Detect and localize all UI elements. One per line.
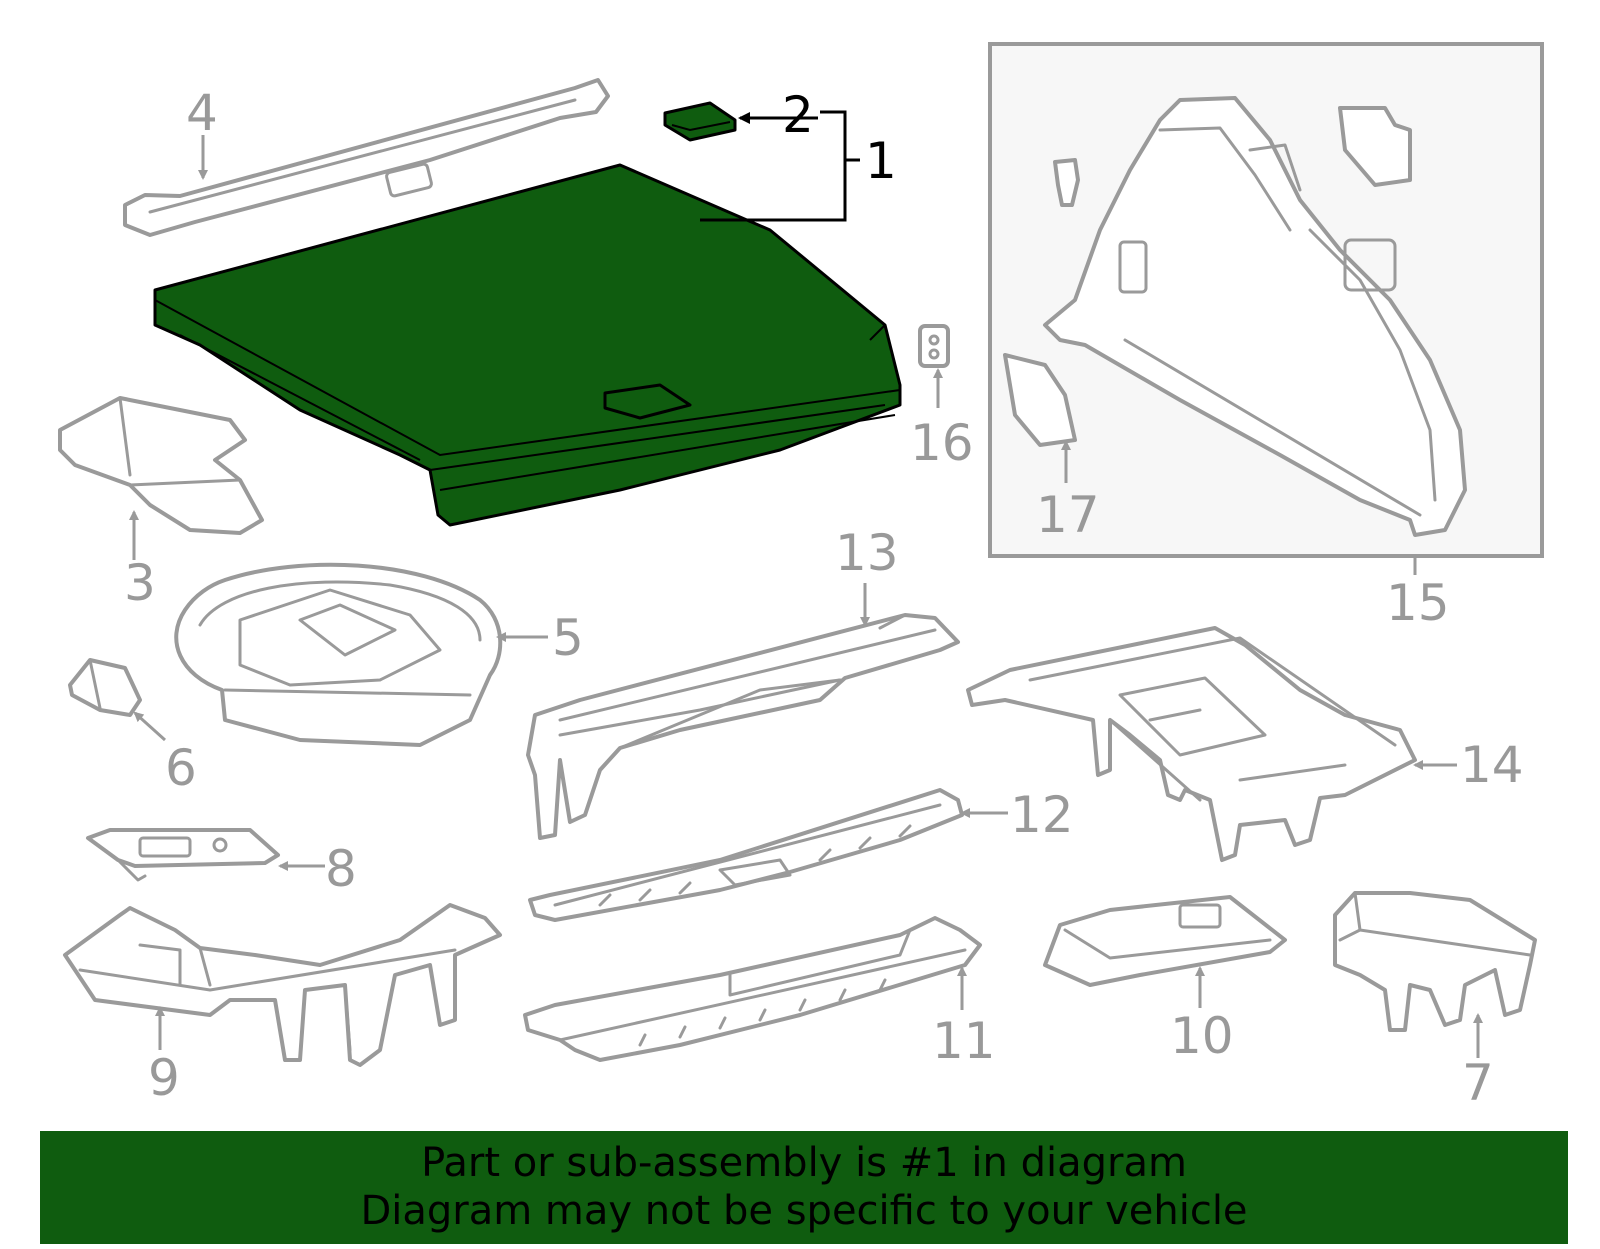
part-7-corner-bracket (1333, 891, 1537, 1032)
callout-17: 17 (1036, 486, 1100, 544)
banner-line-2: Diagram may not be specific to your vehi… (360, 1188, 1248, 1234)
callout-6: 6 (165, 739, 197, 797)
part-8-bracket-plate (86, 828, 280, 882)
callout-16: 16 (910, 414, 974, 472)
callout-3: 3 (124, 554, 156, 612)
callout-15: 15 (1386, 574, 1450, 632)
part-2-bracket (663, 101, 737, 142)
callout-1: 1 (865, 132, 897, 190)
callout-13: 13 (835, 524, 899, 582)
callout-10: 10 (1170, 1007, 1234, 1065)
part-4-cover-rail (123, 78, 610, 237)
callout-7: 7 (1462, 1054, 1494, 1112)
part-15-quarter-trim (1003, 96, 1467, 537)
part-16-clip (918, 324, 950, 368)
callout-4: 4 (186, 84, 218, 142)
leader-lines (129, 110, 1483, 1058)
banner-line-1: Part or sub-assembly is #1 in diagram (421, 1140, 1187, 1186)
part-11-lower-trim (523, 916, 982, 1062)
part-10-cover (1043, 895, 1287, 987)
callout-12: 12 (1010, 786, 1074, 844)
part-13-long-rail (526, 613, 960, 840)
callout-14: 14 (1460, 736, 1524, 794)
part-12-sill-plate (528, 788, 964, 922)
callout-9: 9 (148, 1049, 180, 1107)
part-6-clip (68, 658, 142, 717)
part-1-deck-board (153, 163, 902, 527)
part-5-spare-tire-tray (174, 562, 503, 747)
part-3-side-block (58, 396, 264, 535)
callout-11: 11 (932, 1012, 996, 1070)
callout-5: 5 (552, 609, 584, 667)
info-banner: Part or sub-assembly is #1 in diagram Di… (40, 1131, 1568, 1244)
part-14-right-tray (966, 626, 1417, 862)
callout-2: 2 (782, 86, 814, 144)
callout-8: 8 (325, 840, 357, 898)
part-9-frame-bracket (63, 903, 502, 1067)
